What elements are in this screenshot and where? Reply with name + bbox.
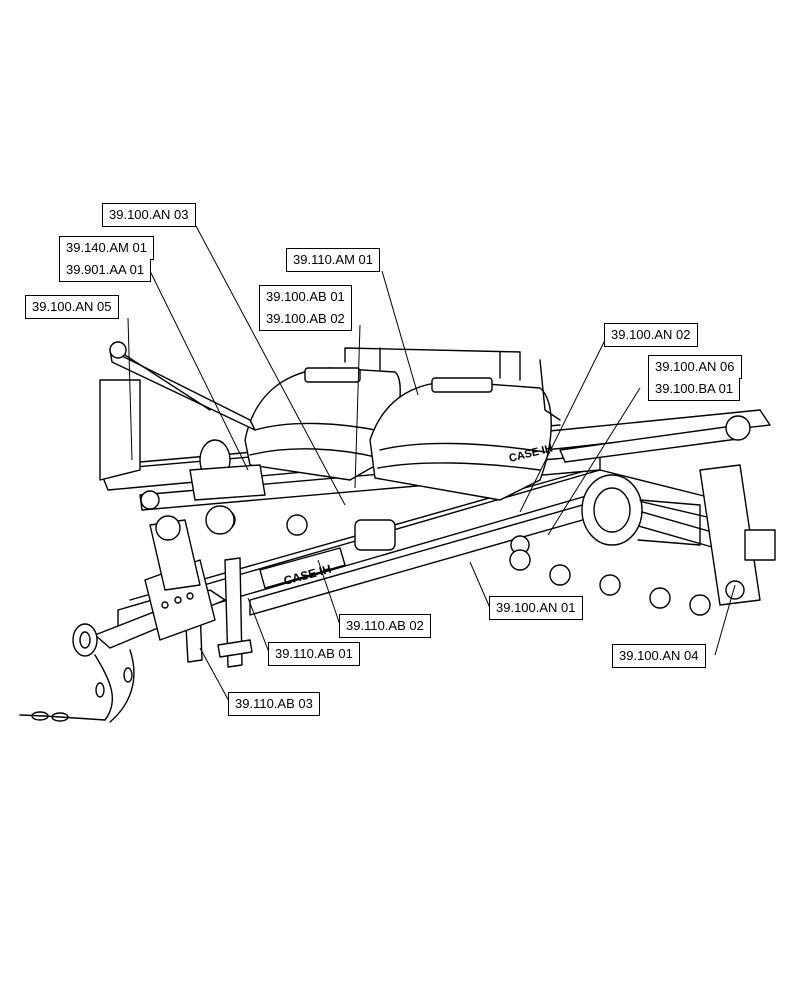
callout-39-100-an-06[interactable]: 39.100.AN 06 xyxy=(648,355,742,379)
callout-39-140-am-01[interactable]: 39.140.AM 01 xyxy=(59,236,154,260)
callout-39-110-ab-03[interactable]: 39.110.AB 03 xyxy=(228,692,320,716)
lift-cylinder xyxy=(149,515,530,591)
callout-39-100-ab-01[interactable]: 39.100.AB 01 xyxy=(259,285,352,309)
callout-39-100-ab-02[interactable]: 39.100.AB 02 xyxy=(259,308,352,331)
callout-39-110-ab-01[interactable]: 39.110.AB 01 xyxy=(268,642,360,666)
callout-39-100-ba-01[interactable]: 39.100.BA 01 xyxy=(648,378,741,401)
hopper-rail xyxy=(344,347,561,421)
safety-chain xyxy=(19,649,135,723)
callout-39-100-an-04[interactable]: 39.100.AN 04 xyxy=(612,644,706,668)
callout-39-100-an-05[interactable]: 39.100.AN 05 xyxy=(25,295,119,319)
jack-stand xyxy=(184,557,253,668)
callout-39-100-an-01[interactable]: 39.100.AN 01 xyxy=(489,596,583,620)
seed-hopper-right: CASE IH xyxy=(369,377,554,501)
leader-lines xyxy=(127,225,736,704)
vacuum-fan xyxy=(581,474,701,546)
callout-39-110-ab-02[interactable]: 39.110.AB 02 xyxy=(339,614,431,638)
callout-39-110-am-01[interactable]: 39.110.AM 01 xyxy=(286,248,380,272)
callout-39-100-an-03[interactable]: 39.100.AN 03 xyxy=(102,203,196,227)
marker-arm-right xyxy=(559,415,776,606)
drive-unit-left xyxy=(189,439,266,535)
callout-39-901-aa-01[interactable]: 39.901.AA 01 xyxy=(59,259,152,282)
callout-39-100-an-02[interactable]: 39.100.AN 02 xyxy=(604,323,698,347)
